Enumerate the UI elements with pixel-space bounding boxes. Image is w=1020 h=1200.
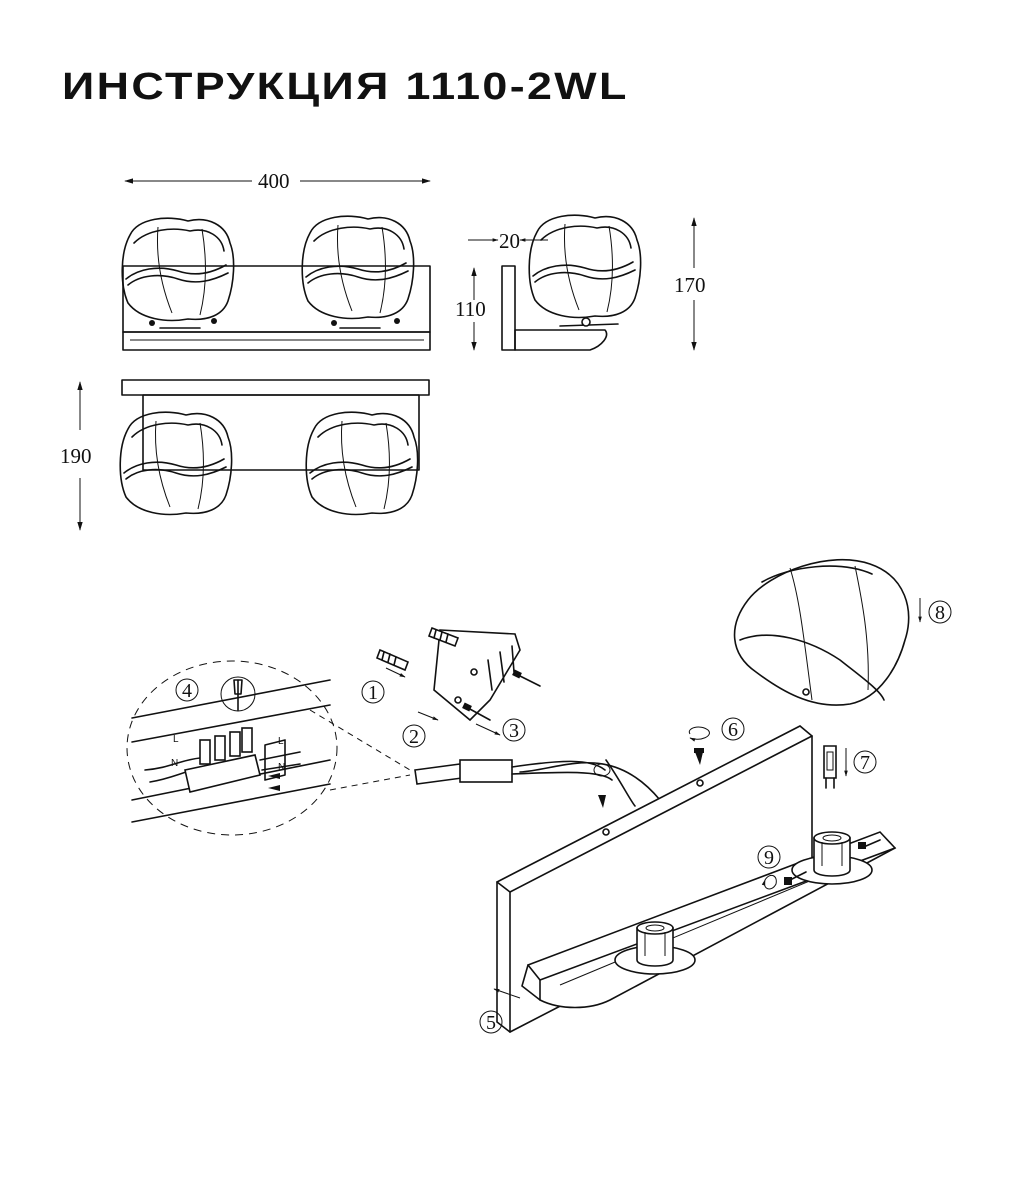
step-7-marker: 7 (853, 750, 877, 774)
dimension-base-height-label: 110 (455, 297, 486, 321)
top-shade-left (119, 411, 233, 516)
svg-text:3: 3 (509, 720, 519, 742)
mounting-bracket-group (375, 626, 541, 736)
front-shade-right (301, 215, 415, 320)
step-9-marker: 9 (757, 845, 781, 869)
step-6-marker: 6 (721, 717, 745, 741)
step-2-marker: 2 (402, 724, 426, 748)
side-shade (528, 214, 642, 319)
dimension-width-label: 400 (258, 169, 290, 193)
front-view: 400 (121, 169, 431, 351)
g9-bulb (823, 745, 848, 789)
step-4-marker: 4 (175, 678, 199, 702)
dimension-depth-label: 190 (60, 444, 92, 468)
side-view: 20 110 170 (455, 214, 706, 351)
svg-text:8: 8 (935, 602, 945, 624)
dimension-offset-label: 20 (499, 229, 520, 253)
front-shade-left (121, 217, 235, 322)
glass-shade (733, 558, 922, 706)
step-3-marker: 3 (502, 718, 526, 742)
svg-text:1: 1 (368, 682, 378, 704)
svg-text:2: 2 (409, 726, 419, 748)
dimension-total-height-label: 170 (674, 273, 706, 297)
wire-label-n-right: N (278, 762, 285, 773)
wiring-detail: L N L N (126, 660, 411, 836)
svg-text:9: 9 (764, 847, 774, 869)
svg-text:5: 5 (486, 1012, 496, 1034)
top-shade-right (305, 411, 419, 516)
wire-label-l-right: L (278, 736, 284, 747)
terminal-block-and-wires (414, 759, 661, 808)
step-1-marker: 1 (361, 680, 385, 704)
top-view: 190 (60, 379, 430, 531)
base-plate (493, 725, 897, 1033)
svg-text:4: 4 (182, 680, 192, 702)
step-5-marker: 5 (479, 1010, 503, 1034)
svg-text:7: 7 (860, 752, 870, 774)
wire-label-n-left: N (171, 758, 178, 769)
page-title: ИНСТРУКЦИЯ 1110-2WL (62, 66, 629, 108)
svg-text:6: 6 (728, 719, 738, 741)
step-8-marker: 8 (928, 600, 952, 624)
wire-label-l-left: L (173, 734, 179, 745)
